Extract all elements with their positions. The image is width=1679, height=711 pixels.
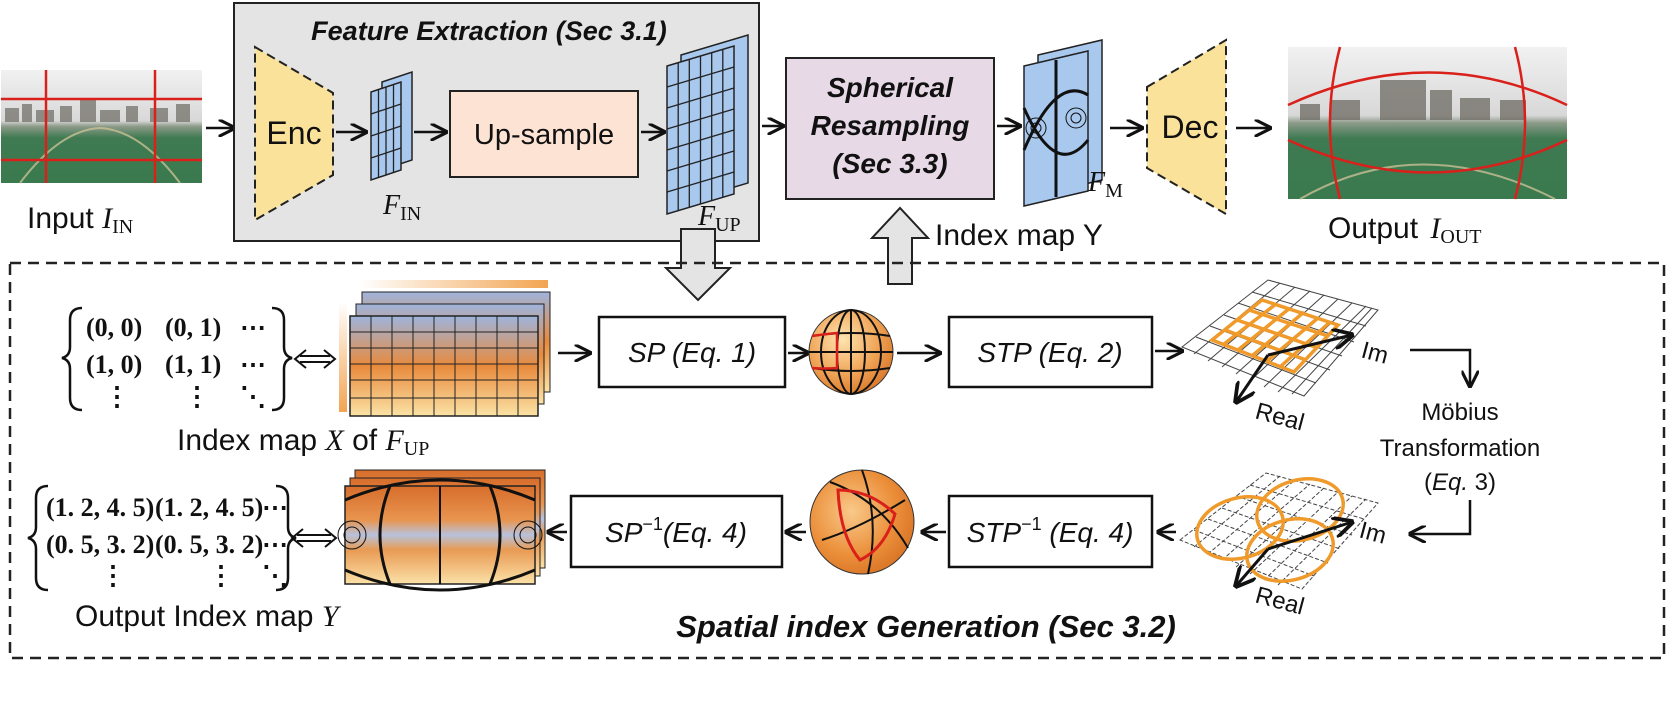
feature-map-fin [370, 70, 413, 182]
sp-inverse-label: SP−1(Eq. 4) [605, 514, 747, 548]
im-axis-label-1: Im [1358, 337, 1391, 370]
spherical-line3: (Sec 3.3) [832, 148, 947, 179]
svg-text:⋯: ⋯ [262, 530, 288, 559]
im-axis-label-2: Im [1356, 517, 1389, 550]
sphere-grid-2 [809, 469, 915, 575]
spherical-line2: Resampling [811, 110, 970, 141]
sp-inverse-block [569, 494, 784, 569]
decoder-block [1146, 38, 1227, 216]
fin-label: FIN [382, 190, 421, 225]
fup-label: FUP [697, 201, 741, 236]
svg-text:⋮: ⋮ [104, 382, 130, 411]
index-map-y-label: Index map Y [935, 219, 1103, 252]
input-panorama-image [1, 70, 202, 184]
arrow-mobius-to-plane2 [1410, 500, 1472, 534]
output-index-map-stack [337, 469, 546, 592]
mobius-line1: Möbius [1421, 399, 1498, 426]
sp-label: SP (Eq. 1) [628, 337, 756, 368]
decoder-label: Dec [1162, 109, 1219, 145]
svg-text:⋮: ⋮ [208, 561, 234, 590]
feature-extraction-title: Feature Extraction (Sec 3.1) [311, 16, 667, 46]
arrow-plane-to-mobius [1410, 348, 1470, 386]
complex-plane-grid [1181, 279, 1379, 402]
mobius-line2: Transformation [1380, 435, 1541, 462]
output-panorama-image [1287, 46, 1568, 200]
svg-text:⋯: ⋯ [240, 313, 266, 342]
svg-text:(1. 2, 4. 5): (1. 2, 4. 5) [46, 493, 154, 522]
svg-text:⋮: ⋮ [184, 382, 210, 411]
double-arrow-x [293, 349, 337, 369]
svg-text:(1, 1): (1, 1) [165, 350, 221, 379]
upsample-label: Up-sample [474, 119, 614, 151]
complex-plane-transformed [1179, 472, 1379, 591]
stp-block [947, 315, 1154, 389]
sp-block [597, 315, 787, 389]
svg-text:⋮: ⋮ [100, 561, 126, 590]
svg-text:(1. 2, 4. 5): (1. 2, 4. 5) [155, 493, 263, 522]
stp-inverse-block [947, 494, 1154, 569]
svg-text:(1, 0): (1, 0) [86, 350, 142, 379]
hollow-arrow-up-index-map-y [869, 206, 931, 285]
svg-text:⋯: ⋯ [262, 493, 288, 522]
index-map-x-label: Index map X of FUP [177, 424, 429, 460]
svg-text:⋱: ⋱ [240, 382, 266, 411]
stp-label: STP (Eq. 2) [977, 337, 1122, 368]
index-map-x-stack [339, 280, 551, 417]
encoder-block [254, 45, 334, 222]
svg-text:⋯: ⋯ [240, 350, 266, 379]
hollow-arrow-down-to-index [663, 228, 733, 302]
real-axis-label-1: Real [1252, 398, 1307, 437]
spherical-line1: Spherical [827, 72, 954, 103]
sphere-grid-1 [808, 309, 894, 395]
upsample-block [449, 90, 639, 178]
svg-text:(0. 5, 3. 2): (0. 5, 3. 2) [155, 530, 263, 559]
output-label: Output IOUT [1328, 212, 1482, 248]
spherical-resampling-block [785, 57, 995, 200]
feature-map-fm [1022, 39, 1103, 207]
mobius-line3: (Eq. 3) [1424, 469, 1496, 496]
svg-text:(0, 1): (0, 1) [165, 313, 221, 342]
fm-label: FM [1087, 167, 1123, 202]
svg-text:⋱: ⋱ [262, 561, 288, 590]
input-label: Input IIN [27, 202, 133, 238]
svg-text:(0. 5, 3. 2): (0. 5, 3. 2) [46, 530, 154, 559]
index-matrix-x: (0, 0) (0, 1) ⋯ (1, 0) (1, 1) ⋯ ⋮ ⋮ ⋱ [61, 306, 293, 412]
svg-text:(0, 0): (0, 0) [86, 313, 142, 342]
spatial-index-title: Spatial index Generation (Sec 3.2) [676, 609, 1176, 644]
stp-inverse-label: STP−1 (Eq. 4) [967, 514, 1134, 548]
index-matrix-y: (1. 2, 4. 5) (1. 2, 4. 5) ⋯ (0. 5, 3. 2)… [27, 484, 297, 592]
output-index-map-label: Output Index map Y [75, 600, 342, 633]
double-arrow-y [290, 528, 338, 548]
encoder-label: Enc [266, 115, 321, 151]
feature-map-fup [666, 33, 749, 216]
